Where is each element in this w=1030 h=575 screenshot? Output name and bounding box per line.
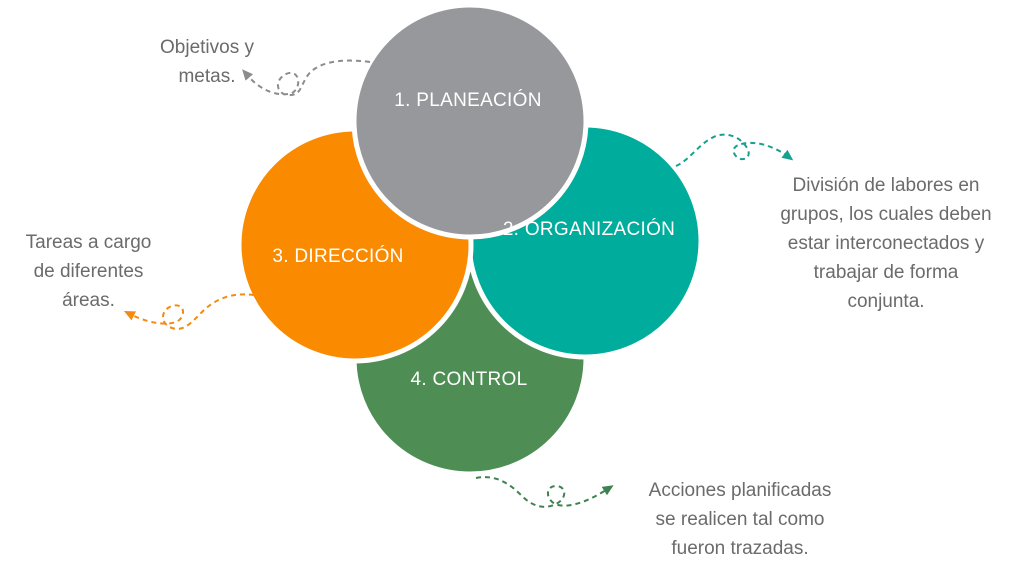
label-control: 4. CONTROL [410,369,527,390]
note-organizacion: División de labores en grupos, los cuale… [780,175,992,312]
label-planeacion: 1. PLANEACIÓN [394,89,542,111]
dashed-loop-arrow-icon [242,59,371,97]
note-direccion: Tareas a cargo de diferentes áreas. [25,232,152,311]
label-organizacion: 2. ORGANIZACIÓN [503,218,675,240]
circle-planeacion [351,2,589,240]
note-planeacion: Objetivos y metas. [160,37,254,87]
dashed-loop-arrow-icon [123,293,255,330]
label-direccion: 3. DIRECCIÓN [272,245,403,267]
dashed-loop-arrow-icon [675,133,794,167]
dashed-loop-arrow-icon [475,476,614,508]
note-control: Acciones planificadas se realicen tal co… [648,480,832,559]
